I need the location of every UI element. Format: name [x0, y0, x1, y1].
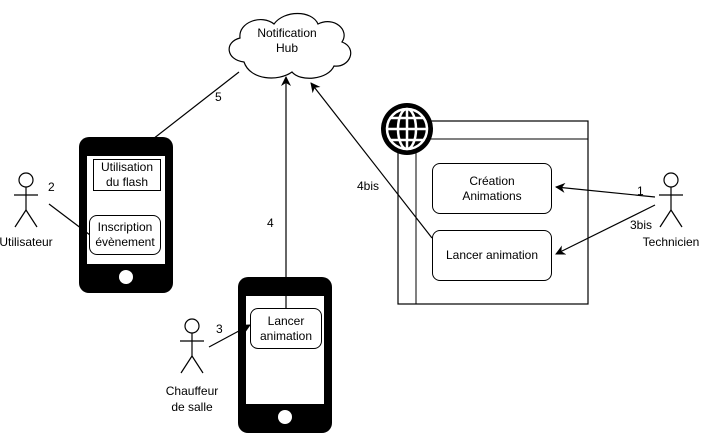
- lancer-animation-phone-box: Lancer animation: [250, 308, 322, 349]
- edge-label-3: 3: [216, 322, 223, 336]
- actor-utilisateur-label: Utilisateur: [0, 235, 53, 249]
- actor-icon: [663, 172, 679, 188]
- inscription-evenement-box: Inscription évènement: [89, 215, 161, 255]
- inscription-line2: évènement: [95, 235, 155, 249]
- actor-technicien: [659, 172, 683, 228]
- lancer-web-label: Lancer animation: [445, 248, 539, 262]
- actor-chauffeur: [180, 318, 204, 374]
- actor-icon: [18, 172, 34, 188]
- edge-label-1: 1: [637, 184, 644, 198]
- utilisation-line2: du flash: [105, 175, 149, 189]
- lancer-phone-line2: animation: [259, 328, 313, 343]
- creation-line2: Animations: [462, 188, 522, 203]
- actor-utilisateur: [14, 172, 38, 228]
- utilisation-flash-box: Utilisation du flash: [93, 159, 161, 191]
- lancer-animation-web-box: Lancer animation: [432, 230, 552, 281]
- creation-animations-box: Création Animations: [432, 163, 552, 214]
- phone-home-button: [278, 410, 292, 424]
- globe-icon: [381, 103, 433, 155]
- edge-1: [555, 182, 656, 198]
- edge-3: [208, 324, 251, 348]
- lancer-phone-line1: Lancer: [267, 313, 305, 328]
- inscription-line1: Inscription: [97, 220, 153, 234]
- edge-3bis: [555, 204, 656, 255]
- edge-label-2: 2: [48, 180, 55, 194]
- cloud-icon: [228, 12, 352, 79]
- actor-chauffeur-label-line1: Chauffeur: [166, 384, 218, 398]
- edge-2: [48, 203, 91, 236]
- hub-label-line1: Notification: [257, 26, 316, 40]
- notification-hub-cloud: Notification Hub: [228, 12, 352, 79]
- utilisation-line1: Utilisation: [100, 160, 154, 174]
- edge-label-5: 5: [215, 90, 222, 104]
- edges: [48, 71, 656, 348]
- edge-4bis: [310, 82, 433, 239]
- edge-label-4: 4: [267, 216, 274, 230]
- edge-5: [152, 71, 240, 140]
- actor-chauffeur-label-line2: de salle: [171, 400, 213, 414]
- actor-icon: [184, 318, 200, 334]
- phone-home-button: [119, 270, 133, 284]
- creation-line1: Création: [469, 173, 515, 188]
- edge-label-3bis: 3bis: [630, 218, 652, 232]
- phone-bottom: [238, 277, 332, 433]
- hub-label-line2: Hub: [276, 41, 298, 55]
- actor-technicien-label: Technicien: [643, 235, 700, 249]
- edge-label-4bis: 4bis: [357, 179, 379, 193]
